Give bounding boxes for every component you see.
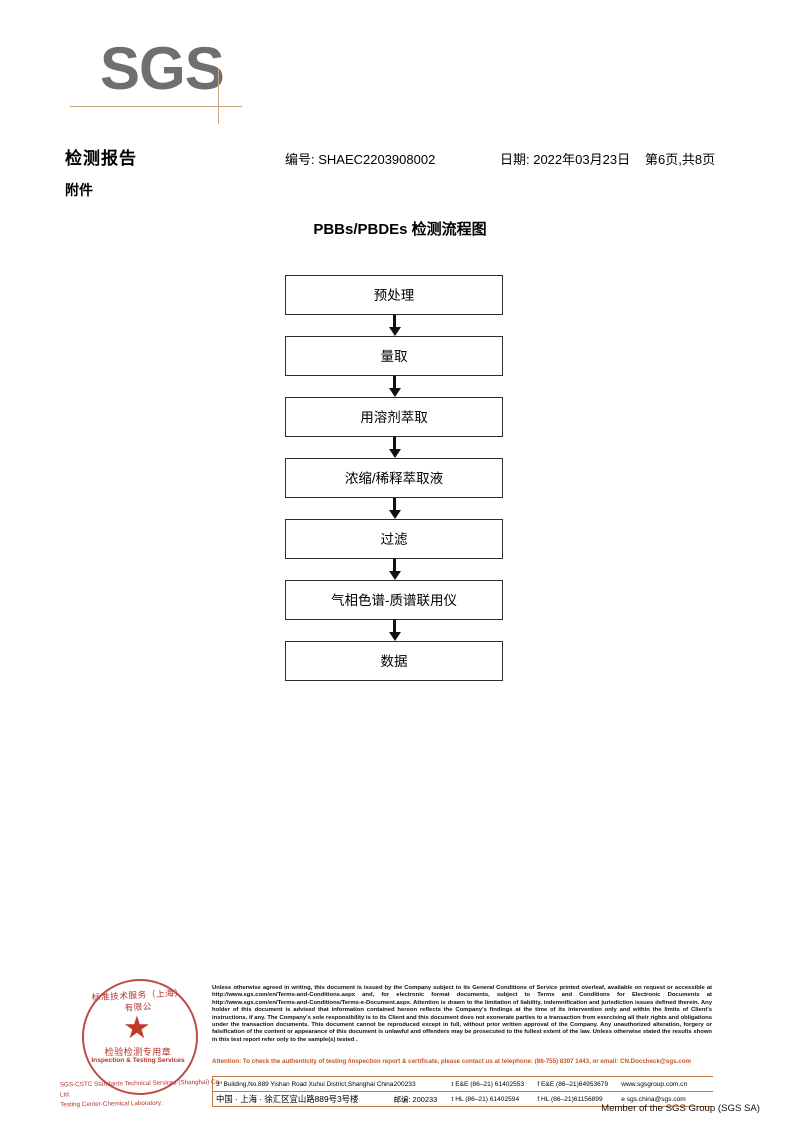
- logo-horizontal-rule: [70, 106, 242, 107]
- fax-hl: f HL (86–21)61156899: [537, 1095, 603, 1103]
- star-icon: ★: [123, 1010, 151, 1045]
- flow-node-pretreatment: 预处理: [285, 275, 503, 315]
- stamp-chinese-label: 检验检测专用章: [104, 1047, 172, 1057]
- flow-arrow-4: [285, 498, 503, 519]
- flow-node-label: 数据: [380, 654, 408, 669]
- logo-vertical-rule: [218, 68, 219, 124]
- flow-node-concentrate-dilute: 浓缩/稀释萃取液: [285, 458, 503, 498]
- arrow-head-icon: [388, 327, 401, 336]
- postcode-cn: 邮编: 200233: [393, 1094, 438, 1104]
- flow-arrow-3: [285, 437, 503, 458]
- document-footer: 标准技术服务（上海）有限公 ★ 检验检测专用章 Inspection & Tes…: [0, 975, 800, 1131]
- website-link[interactable]: www.sgsgroup.com.cn: [621, 1080, 688, 1088]
- arrow-shaft-icon: [393, 620, 396, 634]
- report-date: 日期: 2022年03月23日: [500, 152, 631, 167]
- sgs-logo: SGS: [70, 35, 250, 124]
- flow-node-label: 气相色谱-质谱联用仪: [331, 593, 457, 608]
- address-cn: 中国 · 上海 · 徐汇区宜山路889号3号楼: [216, 1094, 359, 1104]
- flow-node-label: 过滤: [380, 532, 408, 547]
- page-title: 检测报告: [65, 149, 137, 168]
- flow-node-label: 浓缩/稀释萃取液: [344, 471, 444, 486]
- arrow-shaft-icon: [393, 559, 396, 573]
- page-subtitle: 附件: [65, 182, 93, 198]
- flowchart: 预处理 量取 用溶剂萃取 浓缩/稀释萃取液 过滤 气相色谱-质谱联用仪 数据: [285, 275, 503, 681]
- stamp-english-label: Inspection & Testing Services: [91, 1057, 185, 1064]
- flow-arrow-2: [285, 376, 503, 397]
- tel-hl: t HL (86–21) 61402594: [451, 1095, 520, 1103]
- page-indicator: 第6页,共8页: [645, 152, 716, 167]
- arrow-shaft-icon: [393, 376, 396, 390]
- official-stamp: 标准技术服务（上海）有限公 ★ 检验检测专用章 Inspection & Tes…: [60, 975, 222, 1108]
- flow-arrow-6: [285, 620, 503, 641]
- member-notice: Member of the SGS Group (SGS SA): [601, 1103, 760, 1114]
- flow-node-label: 量取: [380, 349, 408, 364]
- arrow-shaft-icon: [393, 498, 396, 512]
- address-row-english: 3" Building,No.889 Yishan Road Xuhui Dis…: [213, 1077, 713, 1091]
- address-block: 3" Building,No.889 Yishan Road Xuhui Dis…: [212, 1076, 713, 1107]
- flow-node-measure: 量取: [285, 336, 503, 376]
- tel-ee: t E&E (86–21) 61402553: [451, 1080, 525, 1088]
- legal-terms-text: Unless otherwise agreed in writing, this…: [212, 985, 712, 1043]
- arrow-head-icon: [388, 571, 401, 580]
- arrow-head-icon: [388, 510, 401, 519]
- report-number: 编号: SHAEC2203908002: [285, 152, 436, 167]
- arrow-head-icon: [388, 388, 401, 397]
- fax-ee: f E&E (86–21)64953679: [537, 1080, 609, 1088]
- arrow-shaft-icon: [393, 315, 396, 329]
- flow-arrow-5: [285, 559, 503, 580]
- flow-node-label: 用溶剂萃取: [360, 410, 428, 425]
- arrow-shaft-icon: [393, 437, 396, 451]
- attention-notice: Attention: To check the authenticity of …: [212, 1058, 692, 1065]
- flow-node-gcms: 气相色谱-质谱联用仪: [285, 580, 503, 620]
- document-header: 检测报告 附件 编号: SHAEC2203908002 日期: 2022年03月…: [0, 140, 800, 200]
- flow-node-solvent-extraction: 用溶剂萃取: [285, 397, 503, 437]
- flow-node-filtration: 过滤: [285, 519, 503, 559]
- address-en: 3" Building,No.889 Yishan Road Xuhui Dis…: [216, 1080, 394, 1088]
- postcode-en: 200233: [393, 1080, 416, 1088]
- flowchart-title: PBBs/PBDEs 检测流程图: [313, 221, 487, 238]
- flow-node-label: 预处理: [373, 288, 415, 303]
- arrow-head-icon: [388, 632, 401, 641]
- flow-arrow-1: [285, 315, 503, 336]
- address-row-chinese: 中国 · 上海 · 徐汇区宜山路889号3号楼 邮编: 200233 t HL …: [213, 1091, 713, 1106]
- logo-wordmark: SGS: [100, 35, 225, 102]
- arrow-head-icon: [388, 449, 401, 458]
- email-link[interactable]: e sgs.china@sgs.com: [621, 1095, 686, 1103]
- flow-node-data: 数据: [285, 641, 503, 681]
